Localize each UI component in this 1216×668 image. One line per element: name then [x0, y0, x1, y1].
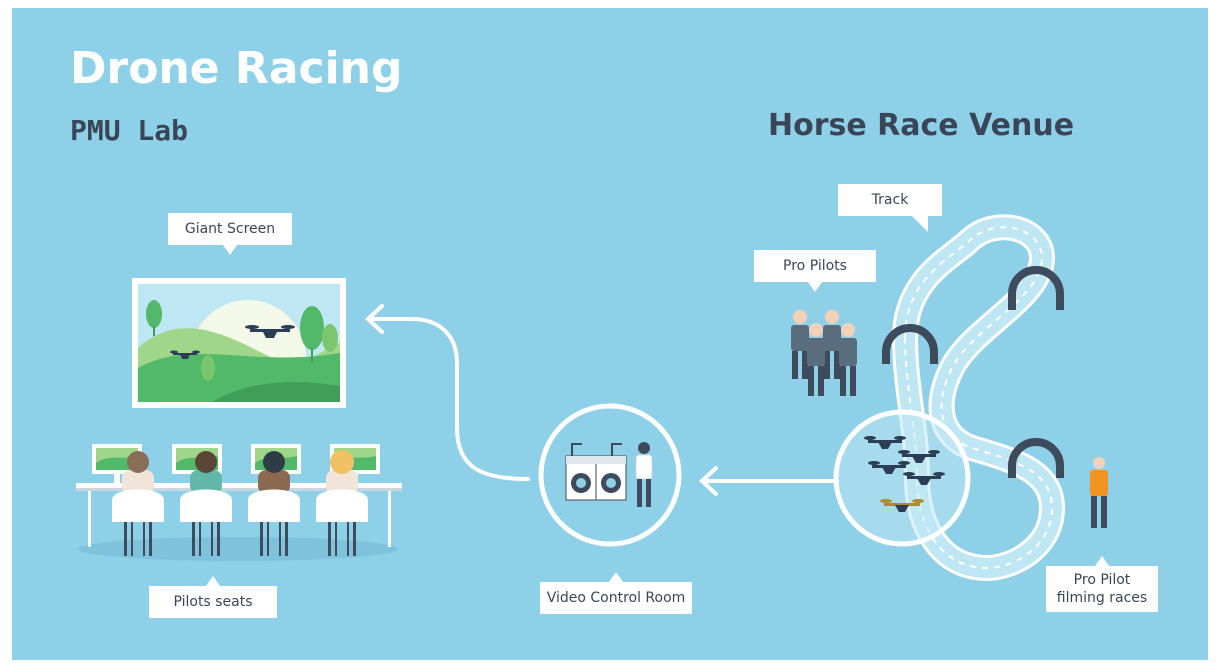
giant-screen-label: Giant Screen: [168, 213, 292, 255]
quadcopter-drone-icon: [868, 461, 910, 474]
pro-pilot-filming-label-line2: filming races: [1056, 590, 1148, 606]
quadcopter-drone-icon: [245, 325, 295, 338]
person-icon: [316, 450, 368, 556]
race-gate-icon: [882, 266, 1064, 478]
person-icon: [839, 323, 857, 396]
quadcopter-drone-icon: [170, 350, 200, 359]
pro-pilots-group: [791, 310, 857, 396]
page-subtitle: PMU Lab: [70, 114, 189, 147]
venue-title: Horse Race Venue: [768, 108, 1075, 143]
diagram-graphics: [76, 214, 1108, 581]
quadcopter-drone-icon: [898, 450, 940, 463]
pro-pilots-label: Pro Pilots: [754, 250, 876, 292]
flow-arrow-control-to-screen: [365, 304, 530, 481]
track-label: Track: [838, 184, 942, 232]
person-icon: [1090, 457, 1108, 528]
video-control-room-circle: [538, 403, 682, 547]
person-icon: [823, 310, 841, 379]
person-icon: [635, 442, 653, 507]
video-control-room-label: Video Control Room: [540, 572, 692, 614]
pilots-seats-label: Pilots seats: [149, 576, 277, 618]
pilots-desk: [76, 444, 402, 561]
pro-pilot-filming-label: Pro Pilot filming races: [1046, 556, 1158, 612]
page-title: Drone Racing: [70, 43, 403, 94]
person-icon: [112, 451, 164, 556]
drone-swarm-circle: [833, 409, 971, 547]
diagram-canvas: Drone Racing PMU Lab Horse Race Venue Gi…: [12, 8, 1208, 660]
landscape-screen-icon: [132, 278, 346, 408]
flow-arrow-venue-to-control: [699, 466, 836, 496]
video-console-icon: [565, 443, 627, 501]
pro-pilot-filming-label-line1: Pro Pilot: [1073, 572, 1131, 588]
person-icon: [807, 323, 825, 396]
person-icon: [791, 310, 809, 379]
quadcopter-drone-icon: [903, 472, 945, 485]
person-icon: [248, 451, 300, 556]
person-icon: [180, 451, 232, 556]
quadcopter-drone-icon: [880, 499, 924, 512]
quadcopter-drone-icon: [864, 436, 906, 449]
